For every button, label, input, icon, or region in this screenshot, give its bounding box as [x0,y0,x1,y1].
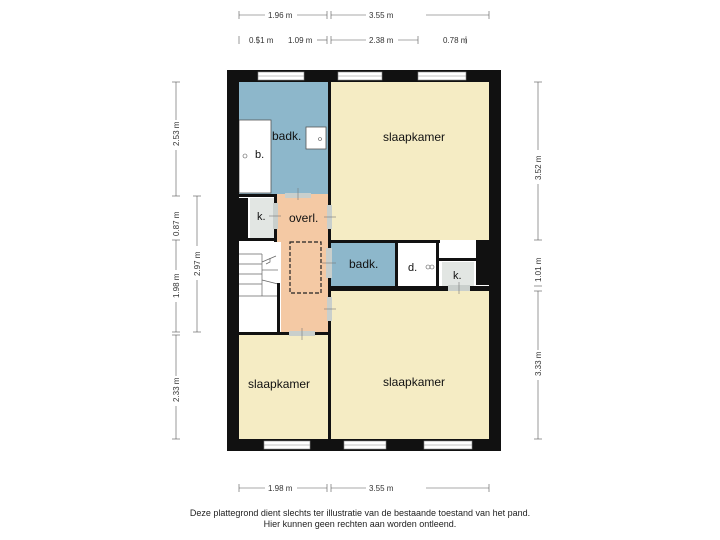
dimension-lines [172,11,542,492]
room-label-bath-b: b. [255,149,264,161]
disclaimer: Deze plattegrond dient slechts ter illus… [0,508,720,530]
dim-left-3: 1.98 m [172,273,181,298]
room-label-k-left: k. [257,211,266,223]
dim-top-outer-1: 1.96 m [268,11,293,20]
room-label-overl: overl. [289,211,318,225]
room-label-badk-top: badk. [272,129,301,143]
attic-hatch [289,241,322,294]
storage-left-fill [250,198,274,238]
dim-left-2: 0.87 m [172,211,181,236]
disclaimer-line-2: Hier kunnen geen rechten aan worden ontl… [263,519,457,529]
bathtub [238,119,272,194]
door-marks [269,188,460,340]
staircase [239,253,280,297]
dim-right-1: 3.52 m [534,155,543,180]
dim-left-4: 2.33 m [172,377,181,402]
bathroom-mid-fill [331,243,398,286]
hallway-fill [277,194,328,333]
dim-right-3: 3.33 m [534,351,543,376]
room-label-slaapkamer-se: slaapkamer [383,375,445,389]
dim-right-2: 1.01 m [534,257,543,282]
room-label-slaapkamer-sw: slaapkamer [248,377,310,391]
dim-top-outer-2: 3.55 m [369,11,394,20]
storage-right-fill [442,262,474,286]
shower-fill [398,243,436,286]
dim-left-1: 2.53 m [172,121,181,146]
dim-bottom-1: 1.98 m [268,484,293,493]
bedroom-ne-fill [331,82,489,240]
stair-fill [239,242,281,332]
dim-bottom-2: 3.55 m [369,484,394,493]
room-label-douche: d. [408,262,417,274]
bedroom-sw-fill [239,335,328,439]
sink-drain [318,137,322,141]
dim-top-inner-4: 0.78 m [443,36,468,45]
window-lines [258,75,472,446]
room-label-slaapkamer-ne: slaapkamer [383,130,445,144]
disclaimer-line-1: Deze plattegrond dient slechts ter illus… [189,508,531,518]
bathroom-sink [305,126,327,150]
bedroom-se-fill [331,291,489,439]
room-label-badk-mid: badk. [349,257,378,271]
dim-top-inner-3: 2.38 m [369,36,394,45]
room-label-k-right: k. [453,270,462,282]
dim-top-inner-1: 0.51 m [249,36,274,45]
dim-top-inner-2: 1.09 m [288,36,313,45]
shower-tap-2 [429,264,435,270]
tub-tap [242,153,248,159]
dim-left-inner-1: 2.97 m [193,251,202,276]
